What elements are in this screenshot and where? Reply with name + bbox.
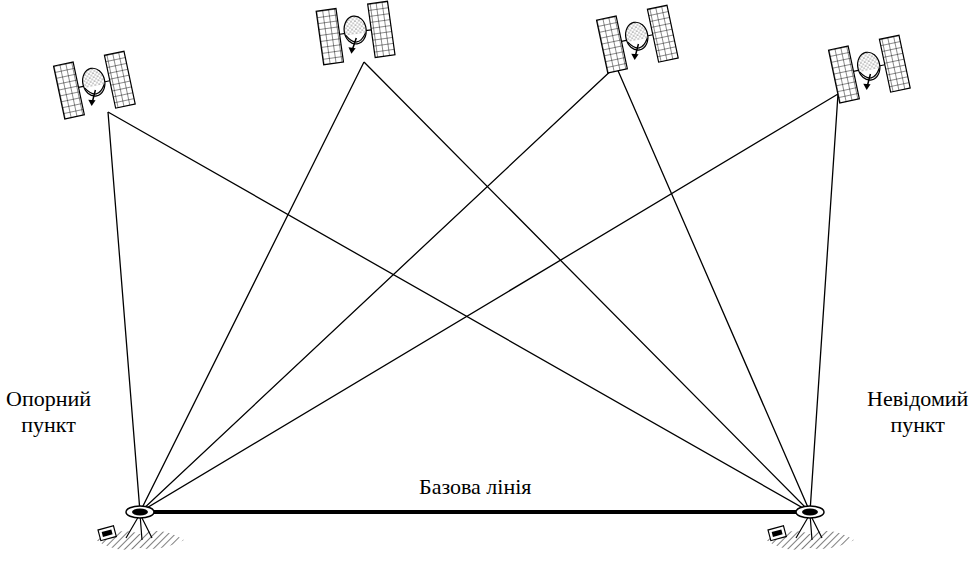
satellite (829, 35, 911, 103)
baseline-label: Базова лінія (417, 474, 533, 500)
satellite (54, 51, 136, 119)
satellite (316, 1, 395, 64)
unknown-station (766, 506, 854, 550)
point-label: Опорний пункт (4, 386, 93, 438)
point-label: Невідомий пункт (865, 386, 970, 438)
baseline (140, 510, 810, 514)
satellite (597, 5, 679, 73)
reference-station (96, 506, 184, 550)
signal-lines (108, 62, 838, 512)
